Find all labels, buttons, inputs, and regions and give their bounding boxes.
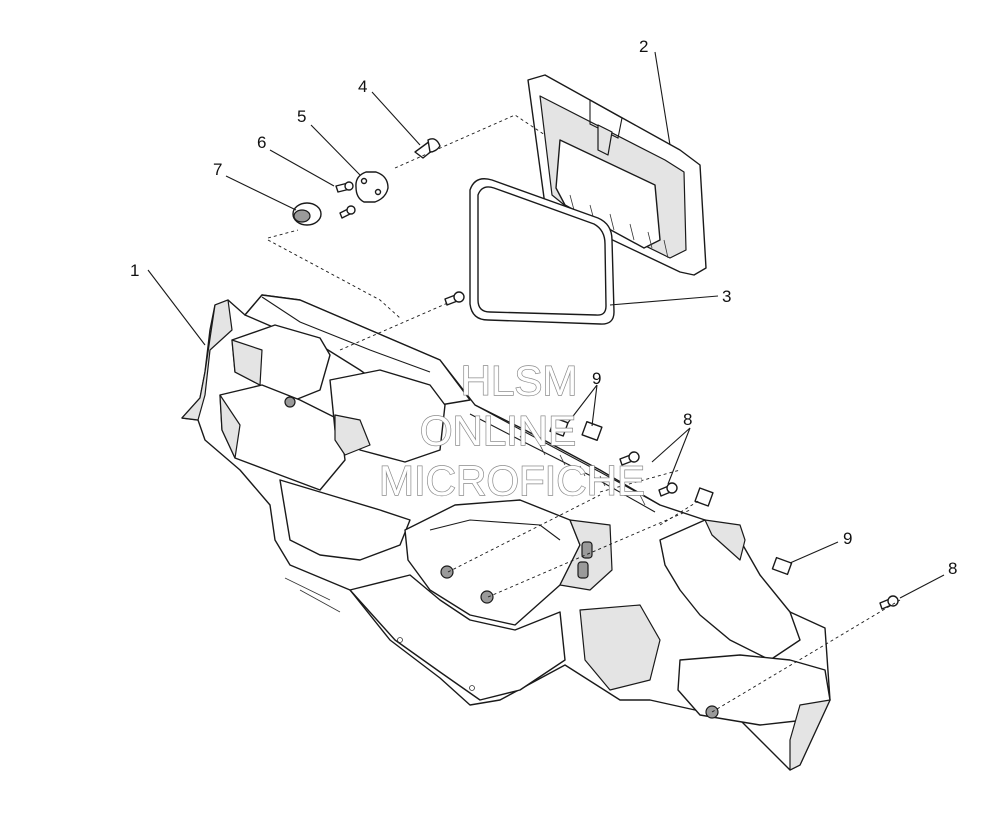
callout-3: 3 xyxy=(722,287,731,306)
watermark-line-2: ONLINE xyxy=(420,407,576,454)
knob-7 xyxy=(292,202,322,226)
lid-frame xyxy=(527,74,707,276)
callout-6: 6 xyxy=(257,133,266,152)
assembly-lines xyxy=(267,114,901,713)
clip-9 xyxy=(549,417,793,576)
watermark-line-3: MICROFICHE xyxy=(379,457,645,504)
callout-8-right: 8 xyxy=(948,559,957,578)
seal-gasket xyxy=(469,178,615,325)
callout-2: 2 xyxy=(639,37,648,56)
callout-9-center: 9 xyxy=(592,369,601,388)
watermark: HLSM ONLINE MICROFICHE xyxy=(378,356,645,504)
dashboard-panel xyxy=(181,294,831,771)
callout-4: 4 xyxy=(358,77,367,96)
screw-6 xyxy=(335,181,356,219)
screw-8 xyxy=(444,291,899,610)
bracket-5 xyxy=(355,171,389,203)
callout-7: 7 xyxy=(213,160,222,179)
callout-1: 1 xyxy=(130,261,139,280)
watermark-line-1: HLSM xyxy=(461,357,578,404)
callout-8-center: 8 xyxy=(683,410,692,429)
leader-lines xyxy=(147,51,945,599)
callout-5: 5 xyxy=(297,107,306,126)
callout-9-right: 9 xyxy=(843,529,852,548)
fastener-4 xyxy=(414,138,441,159)
callout-labels: 1 2 3 4 5 6 7 8 8 9 9 xyxy=(130,37,957,578)
